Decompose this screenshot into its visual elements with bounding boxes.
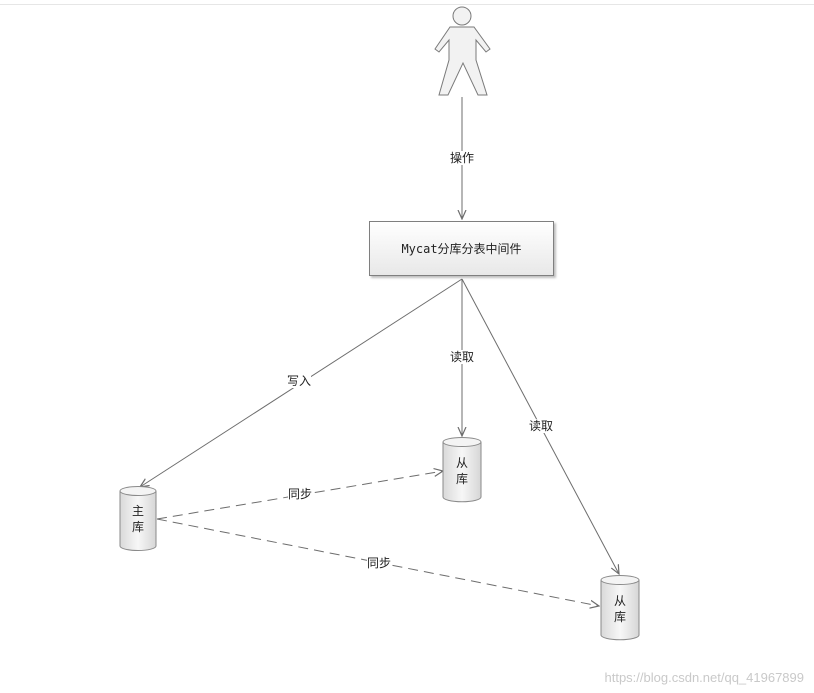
middleware-box: Mycat分库分表中间件	[369, 221, 554, 276]
edge-label-sync-2: 同步	[367, 556, 392, 570]
edge-label-write: 写入	[287, 374, 312, 388]
slave-db-2-cylinder	[600, 575, 640, 641]
user-icon	[434, 6, 491, 96]
master-db-cylinder	[119, 486, 157, 551]
middleware-label: Mycat分库分表中间件	[401, 242, 522, 256]
master-db-label: 主 库	[131, 504, 144, 534]
top-divider	[0, 4, 814, 5]
edge-label-read-2: 读取	[529, 419, 554, 433]
edge-label-sync-1: 同步	[288, 487, 313, 501]
edge-label-read-1: 读取	[450, 350, 475, 364]
slave-db-2-label: 从 库	[613, 594, 626, 624]
edge-label-operate: 操作	[450, 151, 475, 165]
slave-db-1-label: 从 库	[455, 456, 468, 486]
watermark: https://blog.csdn.net/qq_41967899	[604, 670, 805, 685]
slave-db-1-cylinder	[442, 437, 482, 503]
